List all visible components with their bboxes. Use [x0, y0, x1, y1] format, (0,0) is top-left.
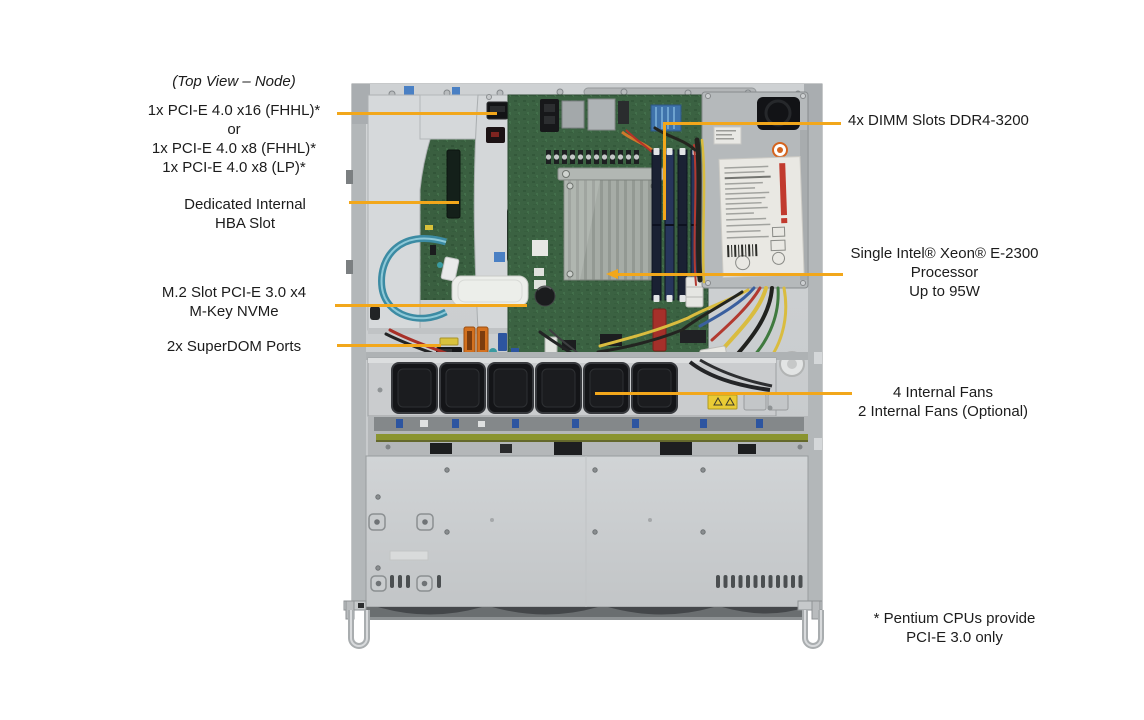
psu-brand-logo	[772, 142, 788, 158]
superdom-label: 2x SuperDOM Ports	[128, 337, 340, 356]
m2-slot-label: M.2 Slot PCI-E 3.0 x4 M-Key NVMe	[128, 283, 340, 321]
pcie-slots-label-line: 1x PCI-E 4.0 x16 (FHHL)*	[147, 102, 321, 119]
vent-slots-right	[716, 575, 803, 588]
m2-slot-label-line: M.2 Slot PCI-E 3.0 x4	[161, 284, 307, 301]
fans-label-line: 2 Internal Fans (Optional)	[857, 403, 1029, 420]
footnote-label: * Pentium CPUs provide PCI-E 3.0 only	[852, 609, 1057, 647]
dimm-label-line: 4x DIMM Slots DDR4-3200	[848, 112, 1029, 129]
pcie-slots-label-line: or	[227, 121, 241, 138]
psu-label	[718, 156, 805, 278]
hba-slot-label: Dedicated Internal HBA Slot	[150, 195, 340, 233]
hba-slot-label-line: HBA Slot	[214, 215, 276, 232]
cmos-battery	[534, 285, 556, 307]
chipset-heatsink	[650, 104, 682, 132]
dimm-callout-line-vertical	[663, 122, 666, 220]
superdom-label-line: 2x SuperDOM Ports	[166, 338, 302, 355]
fans-callout-line	[595, 392, 852, 395]
mounting-ear-left	[343, 600, 370, 649]
psu-fan-vent	[757, 97, 800, 130]
psu-label-barcode	[727, 244, 758, 258]
pcie-slots-label-line: 1x PCI-E 4.0 x8 (FHHL)*	[151, 140, 317, 157]
mid-seam	[366, 352, 808, 360]
fan-row	[367, 357, 789, 417]
m2-slot-label-line: M-Key NVMe	[189, 303, 279, 320]
pcie-callout-line	[337, 112, 497, 115]
cpu-heatsink	[557, 167, 665, 281]
dimm-label: 4x DIMM Slots DDR4-3200	[848, 111, 1029, 130]
chassis-front-edge	[366, 607, 808, 620]
backplane	[368, 416, 808, 456]
fans-label-line: 4 Internal Fans	[892, 384, 994, 401]
superdom-callout-line	[337, 344, 441, 347]
fan	[631, 362, 678, 414]
mounting-hole	[368, 513, 434, 592]
m2-callout-line	[335, 304, 527, 307]
pcie-slots-label: 1x PCI-E 4.0 x16 (FHHL)* or 1x PCI-E 4.0…	[128, 101, 340, 177]
fan	[439, 362, 486, 414]
drive-bay-cover	[365, 455, 809, 608]
m2-area	[451, 275, 529, 307]
cpu-label-line: Up to 95W	[909, 283, 980, 300]
vrm-row	[545, 150, 640, 164]
psu	[701, 91, 809, 289]
footnote-label-line: * Pentium CPUs provide	[873, 610, 1036, 627]
fan	[487, 362, 534, 414]
footnote-label-line: PCI-E 3.0 only	[906, 629, 1003, 646]
fan	[391, 362, 438, 414]
pcie-slots-label-line: 1x PCI-E 4.0 x8 (LP)*	[162, 159, 306, 176]
hba-callout-line	[349, 201, 459, 204]
cpu-label: Single Intel® Xeon® E-2300 Processor Up …	[842, 244, 1047, 301]
cpu-callout-arrowhead	[606, 269, 618, 279]
view-caption: (Top View – Node)	[172, 73, 296, 90]
hba-slot-label-line: Dedicated Internal	[184, 196, 306, 213]
dimm-callout-line-horizontal	[663, 122, 841, 125]
mounting-ear-right	[797, 600, 824, 649]
sata-cable-loop	[370, 234, 460, 322]
vent-slots-left	[390, 575, 441, 588]
warning-icon	[707, 394, 738, 410]
cpu-label-line: Single Intel® Xeon® E-2300	[850, 245, 1039, 262]
cpu-callout-line	[617, 273, 843, 276]
fan	[583, 362, 630, 414]
fans-label: 4 Internal Fans 2 Internal Fans (Optiona…	[838, 383, 1048, 421]
fan	[535, 362, 582, 414]
cpu-label-line: Processor	[910, 264, 979, 281]
